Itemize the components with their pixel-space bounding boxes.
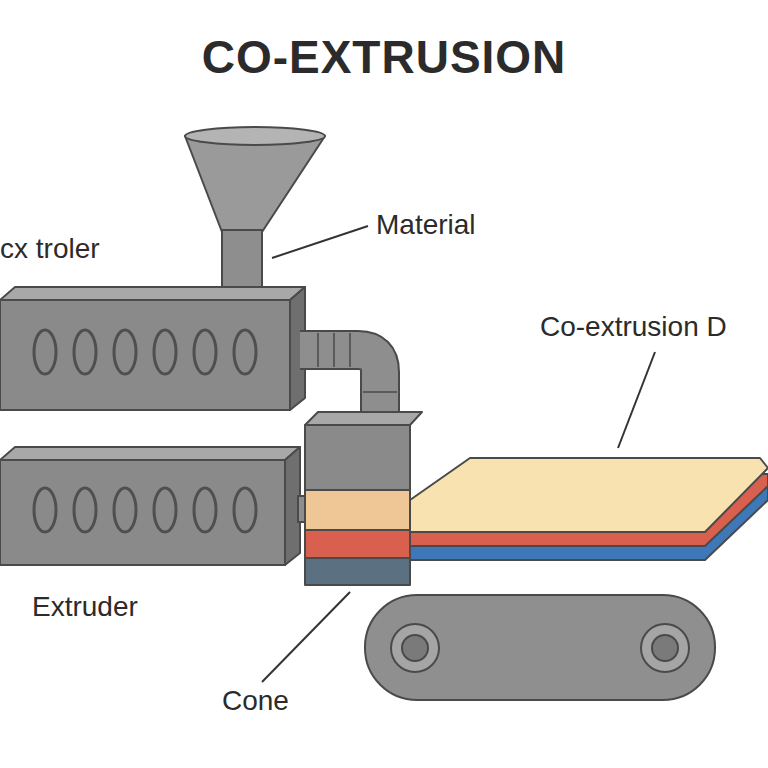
- upper-extruder: [0, 300, 290, 410]
- part-label: cx troler: [0, 234, 100, 265]
- hopper-funnel: [185, 136, 325, 232]
- conveyor-belt: [365, 595, 715, 700]
- part-label: Cone: [222, 686, 289, 717]
- part-label: Extruder: [32, 592, 138, 623]
- die-block: [305, 425, 410, 490]
- screw-flights: [34, 330, 256, 532]
- leader-lines: [262, 226, 655, 682]
- conveyor-roller: [391, 624, 439, 672]
- die-top: [305, 412, 422, 425]
- conveyor-roller: [652, 635, 678, 661]
- die-layer: [305, 530, 410, 558]
- die-layer: [305, 490, 410, 530]
- part-label: Material: [376, 210, 476, 241]
- conveyor-roller: [402, 635, 428, 661]
- conveyor-roller: [641, 624, 689, 672]
- die-layer: [305, 558, 410, 585]
- pipe-segments: [318, 333, 397, 392]
- diagram-title: CO-EXTRUSION: [0, 32, 768, 83]
- extruder-top: [0, 287, 305, 300]
- hopper-rim: [185, 127, 325, 145]
- sheet-layer: [410, 458, 768, 532]
- part-label: Co-extrusion D: [540, 312, 727, 343]
- lower-extruder: [0, 460, 285, 565]
- extruder-top: [0, 447, 300, 460]
